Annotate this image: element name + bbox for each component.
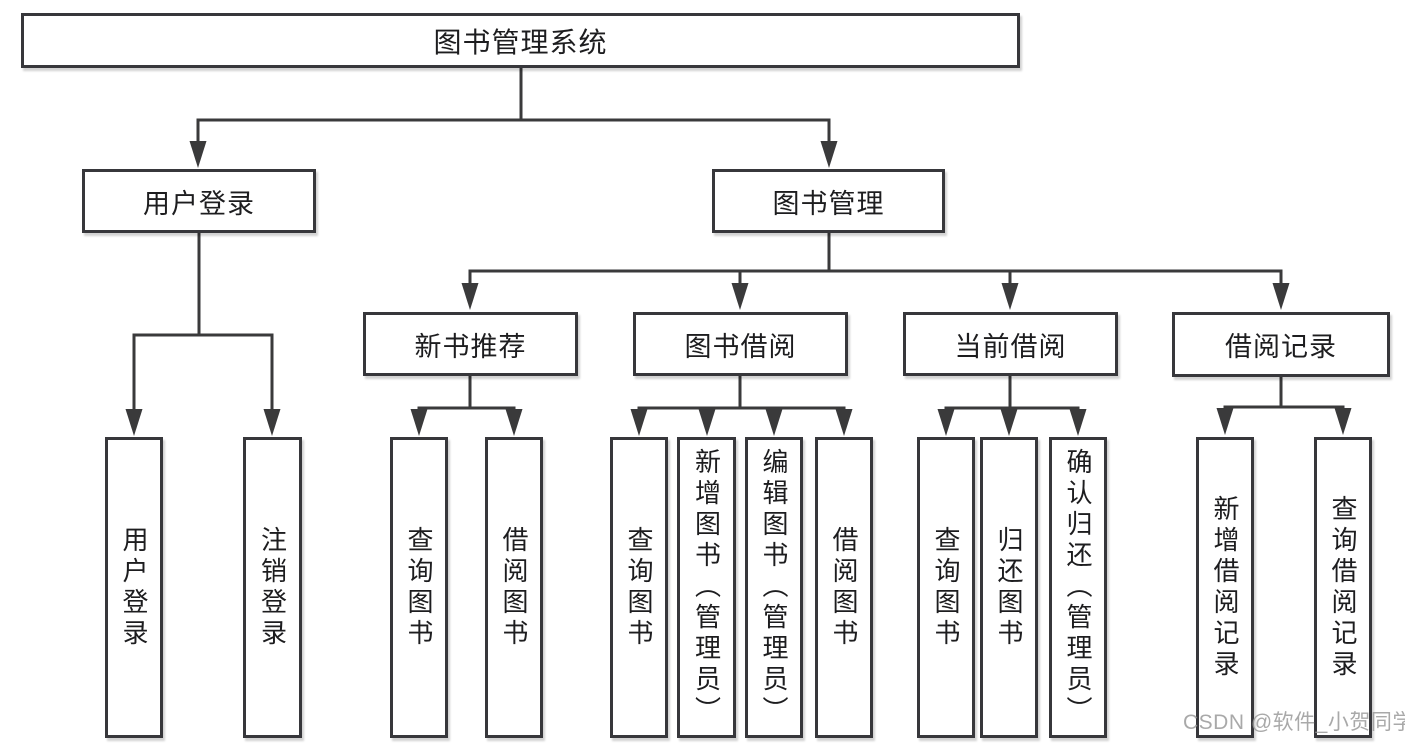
arrowhead-icon [505,409,523,436]
node-label: 查询图书 [404,525,434,650]
node-label: 借阅记录 [1225,332,1337,362]
connector-line [196,68,831,142]
node-label: 用户登录 [119,525,149,650]
node-label: 查询图书 [624,525,654,650]
node-label: 借阅图书 [499,525,529,650]
connector-line [468,233,1283,284]
arrowhead-icon [820,141,838,168]
node-label: 确认归还（管理员） [1063,448,1093,727]
node-book-management: 图书管理 [712,169,945,233]
node-label: 查询图书 [931,525,961,650]
connector-user-login-children [125,233,281,436]
connector-line [637,376,846,410]
node-label: 归还图书 [994,525,1024,650]
leaf-query-books-recommend: 查询图书 [390,437,448,738]
leaf-borrow-books: 借阅图书 [815,437,873,738]
arrowhead-icon [1001,283,1019,310]
arrowhead-icon [937,409,955,436]
node-label: 借阅图书 [829,525,859,650]
arrowhead-icon [1069,409,1087,436]
arrowhead-icon [461,283,479,310]
node-label: 注销登录 [257,525,288,650]
leaf-add-book-admin: 新增图书（管理员） [677,437,736,738]
node-user-login: 用户登录 [82,169,316,233]
node-book-borrow: 图书借阅 [633,312,848,376]
leaf-query-borrow-record: 查询借阅记录 [1314,437,1372,738]
arrowhead-icon [698,409,716,436]
node-label: 编辑图书（管理员） [759,448,789,727]
arrowhead-icon [125,409,143,436]
connector-book-management-children [461,233,1290,310]
arrowhead-icon [731,283,749,310]
arrowhead-icon [835,409,853,436]
arrowhead-icon [189,141,207,168]
connector-line [417,376,516,410]
arrowhead-icon [410,409,428,436]
node-label: 新书推荐 [414,331,527,362]
leaf-confirm-return-admin: 确认归还（管理员） [1049,437,1107,738]
node-label: 新增图书（管理员） [691,448,722,727]
node-label: 图书管理系统 [433,26,608,58]
node-label: 用户登录 [143,188,255,219]
node-label: 查询借阅记录 [1328,494,1358,681]
connector-book-borrow-children [630,376,853,436]
node-current-borrow: 当前借阅 [903,312,1118,376]
connector-current-borrow-children [937,376,1087,436]
connector-borrow-records-children [1216,377,1352,435]
watermark: CSDN @软件_小贺同学 [1183,711,1405,734]
connector-line [132,233,274,410]
arrowhead-icon [630,409,648,436]
node-label: 图书借阅 [684,331,797,362]
node-label: 新增借阅记录 [1210,494,1240,681]
node-root: 图书管理系统 [21,13,1020,68]
leaf-query-books-borrow: 查询图书 [610,437,668,738]
connector-line [1223,377,1345,409]
leaf-query-books-current: 查询图书 [917,437,975,738]
node-label: 图书管理 [772,188,885,219]
arrowhead-icon [1272,283,1290,310]
arrowhead-icon [765,409,783,436]
leaf-borrow-books-recommend: 借阅图书 [485,437,543,738]
leaf-user-login: 用户登录 [105,437,163,738]
arrowhead-icon [1000,409,1018,436]
arrowhead-icon [1334,408,1352,435]
connector-new-book-children [410,376,523,436]
node-label: 当前借阅 [954,331,1067,362]
connector-line [944,376,1080,410]
arrowhead-icon [1216,408,1234,435]
node-new-book-recommend: 新书推荐 [363,312,578,376]
node-borrow-records: 借阅记录 [1172,312,1390,377]
leaf-edit-book-admin: 编辑图书（管理员） [745,437,803,738]
connector-root-children [189,68,838,168]
leaf-return-book: 归还图书 [980,437,1038,738]
leaf-logout: 注销登录 [243,437,302,738]
arrowhead-icon [263,409,281,436]
leaf-add-borrow-record: 新增借阅记录 [1196,437,1254,738]
